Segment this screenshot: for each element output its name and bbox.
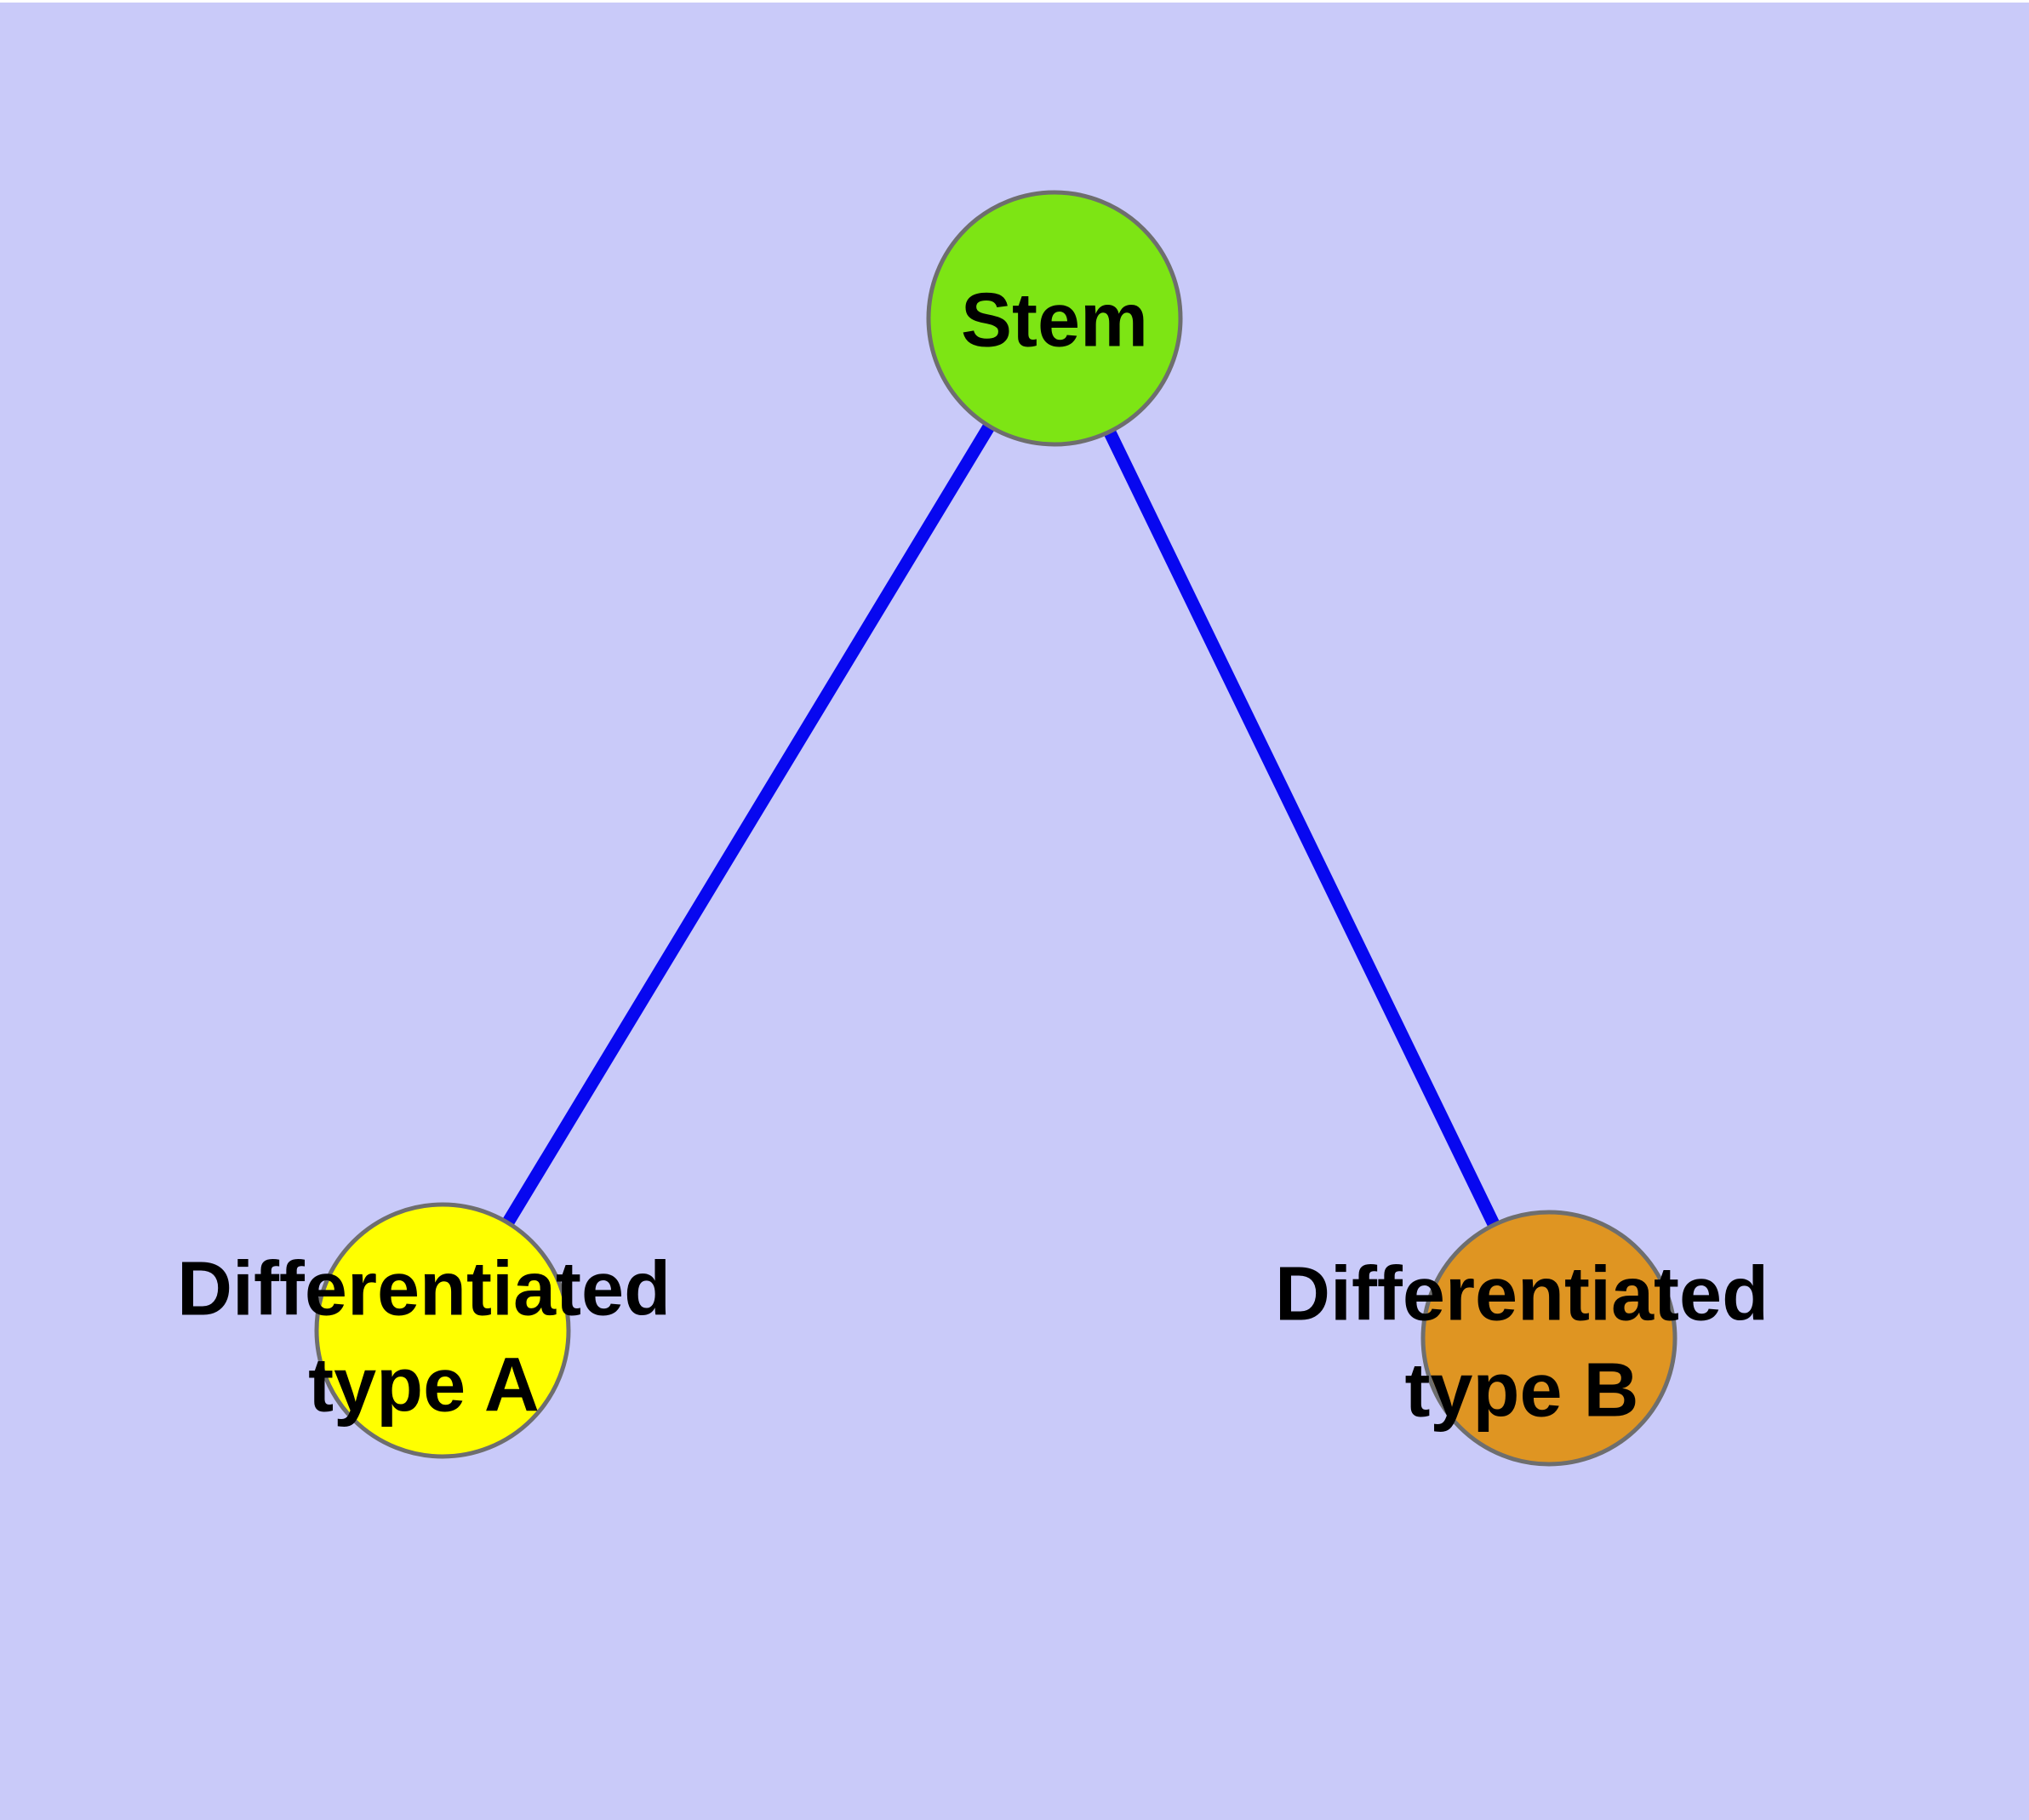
node-type-a-circle — [314, 1202, 571, 1459]
node-stem-label: Stem — [961, 272, 1148, 369]
node-type-b-label: Differentiated type B — [1275, 1247, 1769, 1440]
edge-stem-to-type-a — [437, 315, 1060, 1334]
node-stem-label-line-1: Stem — [960, 278, 1149, 363]
node-stem-circle — [926, 190, 1183, 447]
node-type-a-label-line-2: type A — [308, 1343, 540, 1428]
edge-stem-to-type-b — [1049, 315, 1555, 1342]
node-type-b-label-line-2: type B — [1404, 1348, 1639, 1434]
node-type-a-label: Differentiated type A — [177, 1242, 671, 1435]
node-type-b-label-line-1: Differentiated — [1274, 1251, 1769, 1337]
node-type-a-label-line-1: Differentiated — [176, 1246, 672, 1332]
node-type-b-circle — [1420, 1210, 1677, 1467]
